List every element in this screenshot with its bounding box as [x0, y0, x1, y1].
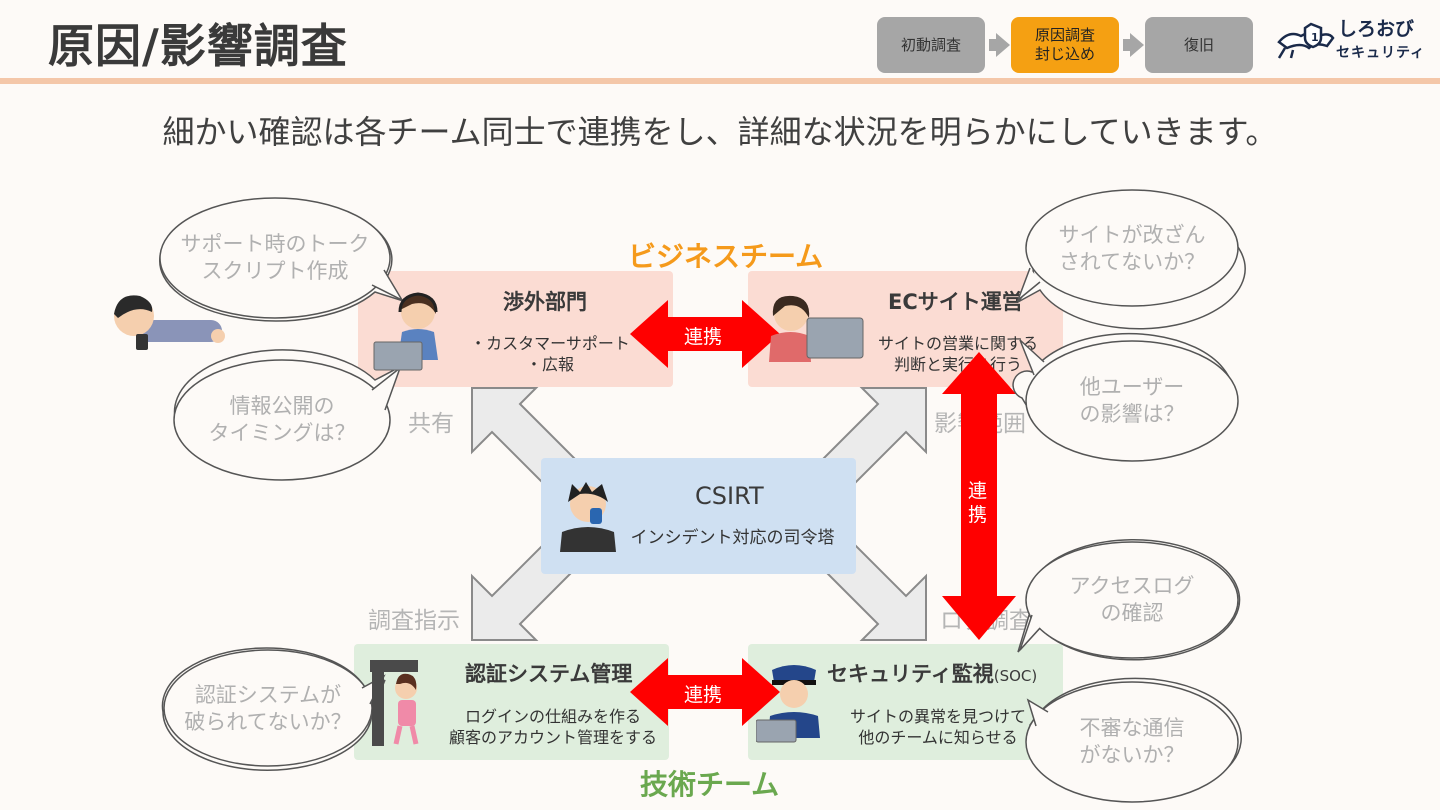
csirt-leader-icon: [560, 482, 616, 552]
phase-containment: 原因調査 封じ込め: [1011, 17, 1119, 73]
bubble-auth-broken-text: 認証システムが 破られてないか？: [184, 683, 352, 734]
box-soc-title-main: セキュリティ監視: [827, 662, 994, 686]
box-csirt-desc: インシデント対応の司令塔: [630, 528, 835, 548]
svg-text:1: 1: [1311, 31, 1319, 44]
ec-operator-icon: [769, 295, 864, 362]
box-external-desc-1: ・カスタマーサポート: [470, 334, 630, 353]
logo-text: しろおび: [1338, 18, 1415, 40]
phase-initial-investigation: 初動調査: [877, 17, 985, 73]
box-auth-desc-1: ログインの仕組みを作る: [464, 707, 641, 726]
link-arrow-top: [630, 300, 780, 368]
box-soc-title: セキュリティ監視(SOC): [827, 658, 1037, 688]
box-csirt-title: CSIRT: [695, 482, 764, 510]
security-gate-icon: [370, 660, 419, 746]
slide-subtitle: 細かい確認は各チーム同士で連携をし、詳細な状況を明らかにしていきます。: [162, 113, 1278, 151]
link-arrow-bottom: [630, 658, 780, 726]
shirobi-belt-logo-icon: 1: [1277, 22, 1335, 59]
flow-label-share: 共有: [408, 411, 454, 437]
box-auth-desc-2: 顧客のアカウント管理をする: [448, 728, 657, 747]
tech-team-label: 技術チーム: [640, 768, 780, 801]
link-label-right-1: 連: [968, 480, 988, 502]
box-external-title: 渉外部門: [503, 290, 587, 314]
box-ec-desc-1: サイトの営業に関する: [877, 334, 1038, 353]
box-soc-title-suffix: (SOC): [993, 667, 1038, 685]
phase-arrow-stem: [1123, 39, 1131, 51]
security-guard-icon: [756, 665, 820, 743]
link-arrow-right: [942, 352, 1016, 640]
page-title: 原因/影響調査: [48, 19, 348, 73]
business-team-label: ビジネスチーム: [628, 240, 824, 273]
box-ec-operations: [748, 271, 1063, 387]
box-external-desc-2: ・広報: [525, 355, 574, 374]
link-label-top: 連携: [684, 326, 723, 348]
bubble-talk-script-text: サポート時のトーク スクリプト作成: [180, 232, 370, 283]
header-divider: [0, 78, 1440, 84]
support-operator-icon: [373, 292, 438, 371]
lying-user-illustration-icon: [114, 295, 225, 350]
bubble-publish-timing-text: 情報公開の タイミングは？: [208, 394, 356, 445]
link-label-bottom: 連携: [684, 684, 723, 706]
bubble-suspicious-text: 不審な通信 がないか？: [1079, 716, 1185, 767]
bubble-site-tampered-text: サイトが改ざん されてないか？: [1058, 223, 1206, 274]
box-auth-title: 認証システム管理: [465, 662, 633, 686]
phase-arrow-icon: [996, 33, 1010, 57]
phase-recovery: 復旧: [1145, 17, 1253, 73]
phase-arrow-icon: [1130, 33, 1144, 57]
box-soc-desc-2: 他のチームに知らせる: [858, 728, 1018, 747]
logo-subtext: セキュリティ: [1336, 45, 1426, 61]
bubble-other-users-text: 他ユーザー の影響は？: [1079, 375, 1185, 426]
box-soc-desc-1: サイトの異常を見つけて: [849, 707, 1026, 726]
phase-arrow-stem: [989, 39, 997, 51]
link-label-right-2: 携: [968, 504, 988, 526]
box-ec-title: ECサイト運営: [888, 290, 1023, 314]
flow-label-investigate: 調査指示: [368, 608, 460, 634]
bubble-access-log-text: アクセスログ の確認: [1069, 574, 1195, 625]
